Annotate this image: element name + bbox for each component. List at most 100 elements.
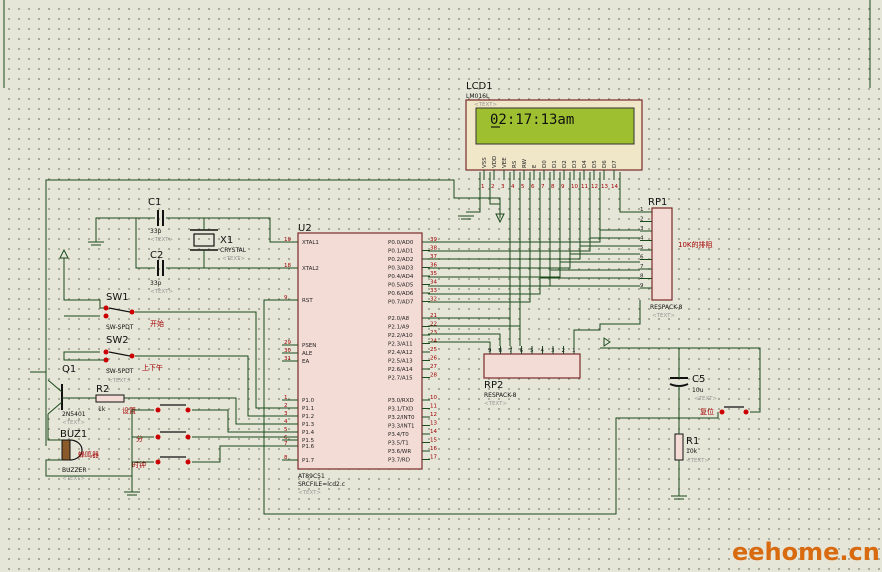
sw2-switch[interactable]: SW2 SW-SPDT 上下午 <TEXT> [103, 335, 164, 384]
lcd-component[interactable]: 02:17:13am LCD1 LM016L <TEXT> VSS1VDD2VE… [465, 81, 643, 190]
mcu-part: AT89C51 [298, 473, 325, 480]
button-reset[interactable]: 复位 [700, 406, 749, 416]
q1-emitter [47, 379, 63, 393]
button-minute-contact-b [185, 434, 191, 440]
rp1-pin-number: 1 [640, 207, 644, 213]
lcd-pin-name: D6 [602, 160, 608, 168]
buzzer-text-tag: <TEXT> [62, 476, 85, 482]
rp1-pin-number: 7 [640, 264, 644, 270]
r1-text-tag: <TEXT> [686, 458, 709, 464]
lcd-pin-number: 3 [501, 184, 505, 190]
sw2-part: SW-SPDT [106, 368, 134, 375]
lcd-pins: VSS1VDD2VEE3RS4RW5E6D07D18D29D310D411D51… [481, 156, 618, 190]
lcd-pin-name: D0 [542, 160, 548, 168]
button-hour-contact-b [185, 459, 191, 465]
c2-component[interactable]: C2 33p <TEXT> [150, 250, 173, 295]
mcu-right-pin-name: P2.2/A10 [388, 333, 413, 339]
mcu-right-pin-number: 15 [430, 438, 437, 444]
mcu-text-tag: <TEXT> [298, 490, 321, 496]
mcu-right-pin-number: 17 [430, 455, 437, 461]
button-set[interactable]: 设置 [122, 404, 191, 415]
mcu-right-pin-name: P2.4/A12 [388, 350, 413, 356]
button-set-contact-b [185, 407, 191, 413]
c5-text-tag: <TEXT> [694, 396, 717, 402]
c1-component[interactable]: C1 33p <TEXT> [148, 197, 173, 243]
rp1-note: 10K的排阻 [678, 240, 713, 249]
mcu-right-pin-name: P3.4/T0 [388, 432, 409, 438]
mcu-right-pin-number: 36 [430, 263, 437, 269]
buzzer-part: BUZZER [62, 467, 87, 474]
mcu-right-pin-number: 39 [430, 237, 437, 243]
buzzer[interactable]: BUZ1 BUZZER <TEXT> 蜂鸣器 [60, 429, 99, 482]
mcu-right-pin-number: 27 [430, 364, 437, 370]
mcu-right-pin-number: 23 [430, 330, 437, 336]
mcu-right-pin-name: P2.1/A9 [388, 325, 410, 331]
sw1-common [129, 309, 135, 315]
lcd-pin-name: VEE [502, 157, 508, 168]
mcu-right-pin-number: 22 [430, 322, 437, 328]
mcu-left-pin-number: 2 [284, 403, 288, 409]
rp2-body [483, 353, 581, 379]
button-reset-contact-b [743, 409, 749, 415]
mcu-left-pin-number: 30 [284, 348, 291, 354]
sw1-lever [108, 307, 131, 313]
mcu-right-pin-name: P0.6/AD6 [388, 291, 414, 297]
watermark: eehome.cn [732, 538, 880, 566]
mcu-right-pin-name: P2.5/A13 [388, 359, 413, 365]
mcu-right-pin-name: P0.0/AD0 [388, 240, 414, 246]
mcu-right-pin-name: P3.2/INT0 [388, 415, 415, 421]
sw2-text-tag: <TEXT> [108, 378, 131, 384]
sw1-contact-b [103, 313, 109, 319]
mcu-left-pin-name: P1.0 [302, 398, 315, 404]
lcd-pin-number: 13 [601, 184, 608, 190]
sw2-lever [108, 351, 131, 357]
rp2-pin-number: 7 [509, 348, 513, 354]
lcd-pin-name: D2 [562, 160, 568, 168]
sw1-switch[interactable]: SW1 SW-SPDT 开始 [103, 292, 165, 331]
q1-part: 2N5401 [62, 411, 86, 418]
lcd-pin-number: 12 [591, 184, 598, 190]
mcu-right-pin-name: P3.5/T1 [388, 441, 409, 447]
button-reset-label: 复位 [700, 407, 714, 416]
rp1-text-tag: <TEXT> [652, 313, 675, 319]
lcd-pin-name: D5 [592, 160, 598, 168]
r1-resistor[interactable]: R1 10k <TEXT> [674, 433, 709, 464]
rp2-pin-number: 8 [499, 348, 503, 354]
sw1-ref: SW1 [106, 292, 129, 303]
rp2-pin-number: 9 [488, 348, 492, 354]
mcu-left-pin-number: 5 [284, 427, 288, 433]
lcd-pin-number: 5 [521, 184, 525, 190]
lcd-display-text: 02:17:13am [490, 112, 574, 128]
mcu-right-pin-number: 33 [430, 288, 437, 294]
lcd-screen [475, 107, 635, 145]
mcu-right-pin-number: 25 [430, 347, 437, 353]
q1-ref: Q1 [62, 364, 76, 375]
button-set-contact-a [155, 407, 161, 413]
lcd-pin-number: 8 [551, 184, 555, 190]
lcd-pin-name: E [532, 164, 538, 168]
q1-transistor[interactable]: Q1 2N5401 <TEXT> [47, 364, 86, 426]
c2-text-tag: <TEXT> [150, 289, 173, 295]
mcu-file: SRCFILE=lcd2.c [298, 481, 345, 488]
lcd-pin-name: RS [512, 160, 518, 168]
mcu-right-pin-number: 16 [430, 446, 437, 452]
rp2-text-tag: <TEXT> [484, 401, 507, 407]
mcu-left-pin-number: 29 [284, 340, 291, 346]
x1-crystal[interactable]: X1 CRYSTAL <TEXT> [190, 229, 247, 262]
buzzer-note: 蜂鸣器 [78, 450, 99, 459]
mcu-left-pin-name: P1.3 [302, 422, 315, 428]
button-minute[interactable]: 分 [136, 431, 191, 443]
r2-resistor[interactable]: R2 1k [95, 384, 125, 413]
lcd-pin-number: 9 [561, 184, 565, 190]
mcu-left-pin-name: EA [302, 359, 309, 365]
mcu-right-pin-name: P2.3/A11 [388, 342, 413, 348]
button-hour[interactable]: 时钟 [132, 456, 191, 469]
rp2-part: RESPACK-8 [484, 392, 517, 399]
c5-capacitor[interactable]: C5 10u <TEXT> [669, 374, 717, 402]
x1-part: CRYSTAL [220, 247, 247, 254]
mcu-left-pin-number: 6 [284, 435, 288, 441]
